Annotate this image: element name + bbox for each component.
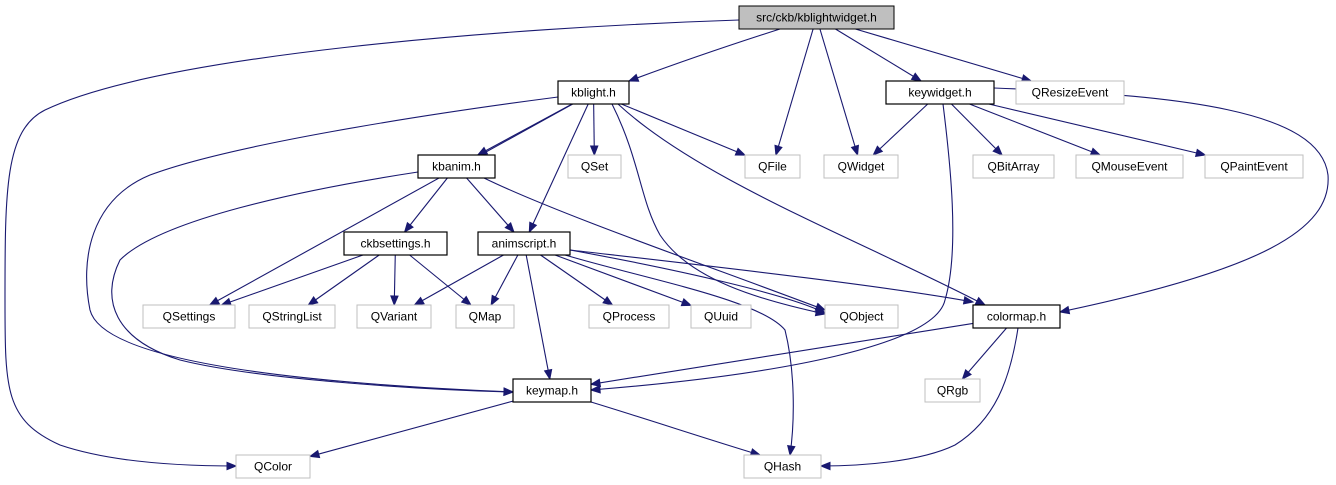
- node-label: QMap: [469, 310, 502, 324]
- node-qmouseevent: QMouseEvent: [1075, 154, 1184, 179]
- edge-keywidget-to-qbitarray: [951, 103, 1004, 156]
- edge-colormap-to-qrgb: [961, 327, 1007, 381]
- node-qstringlist: QStringList: [248, 304, 336, 329]
- edge-kblight-to-qsettings: [208, 103, 573, 306]
- node-label: QMouseEvent: [1091, 160, 1168, 174]
- node-label: animscript.h: [492, 237, 557, 251]
- edge-ckbsettings-to-qstringlist: [307, 254, 380, 306]
- node-qcolor: QColor: [235, 454, 311, 479]
- node-qrgb: QRgb: [924, 378, 981, 403]
- node-qprocess: QProcess: [588, 304, 670, 329]
- node-label: QColor: [254, 460, 292, 474]
- node-label: QFile: [758, 160, 787, 174]
- edge-keywidget-to-qmouseevent: [969, 103, 1102, 156]
- edge-colormap-to-qhash: [819, 327, 1019, 471]
- edge-kbanim-to-animscript: [466, 177, 515, 234]
- edge-ckbsettings-to-qmap: [409, 254, 472, 306]
- node-label: QProcess: [603, 310, 656, 324]
- node-qresizeevent: QResizeEvent: [1015, 80, 1125, 105]
- node-label: kblight.h: [571, 86, 616, 100]
- node-label: QSet: [581, 160, 609, 174]
- edge-animscript-to-qmap: [490, 254, 519, 307]
- node-qobject: QObject: [824, 304, 899, 329]
- node-label: QWidget: [838, 160, 885, 174]
- node-qbitarray: QBitArray: [972, 154, 1055, 179]
- node-label: colormap.h: [987, 310, 1046, 324]
- edge-kblightwidget-to-qfile: [774, 28, 814, 157]
- node-label: QVariant: [371, 310, 418, 324]
- edge-kblightwidget-to-kblight: [627, 28, 781, 82]
- edge-animscript-to-qprocess: [540, 254, 614, 306]
- edge-ckbsettings-to-qsettings: [220, 254, 364, 306]
- edge-kblightwidget-to-keywidget: [835, 28, 923, 82]
- node-qsettings: QSettings: [142, 304, 236, 329]
- node-label: QUuid: [704, 310, 738, 324]
- node-animscript[interactable]: animscript.h: [477, 231, 571, 256]
- edge-kblight-to-qset: [589, 103, 599, 157]
- node-qset: QSet: [567, 154, 622, 179]
- edge-kblight-to-animscript: [528, 103, 589, 234]
- edge-animscript-to-quuid: [554, 254, 693, 307]
- edge-kblight-to-qfile: [621, 103, 747, 156]
- edge-keywidget-to-keymap: [589, 103, 954, 394]
- edge-kbanim-to-keymap: [111, 171, 515, 397]
- node-label: QPaintEvent: [1220, 160, 1288, 174]
- edge-keywidget-to-qpaintevent: [988, 103, 1207, 158]
- node-keywidget[interactable]: keywidget.h: [885, 80, 995, 105]
- node-label: QResizeEvent: [1032, 86, 1109, 100]
- edge-animscript-to-qobject: [569, 249, 827, 314]
- edge-colormap-to-keymap: [589, 322, 974, 388]
- edge-keymap-to-qhash: [590, 401, 762, 457]
- edge-animscript-to-qvariant: [413, 254, 504, 306]
- node-keymap[interactable]: keymap.h: [512, 378, 592, 403]
- node-ckbsettings[interactable]: ckbsettings.h: [343, 231, 448, 256]
- node-kblightwidget[interactable]: src/ckb/kblightwidget.h: [738, 5, 895, 30]
- edge-keymap-to-qcolor: [308, 400, 514, 459]
- node-label: QObject: [839, 310, 884, 324]
- node-label: keymap.h: [526, 384, 578, 398]
- node-qwidget: QWidget: [823, 154, 899, 179]
- node-quuid: QUuid: [690, 304, 752, 329]
- node-kblight[interactable]: kblight.h: [557, 80, 630, 105]
- nodes-layer: src/ckb/kblightwidget.h kblight.h keywid…: [142, 5, 1304, 479]
- node-label: QBitArray: [987, 160, 1039, 174]
- node-kbanim[interactable]: kbanim.h: [417, 154, 496, 179]
- node-qpaintevent: QPaintEvent: [1204, 154, 1304, 179]
- edge-keywidget-to-qwidget: [872, 103, 929, 156]
- node-label: src/ckb/kblightwidget.h: [756, 11, 877, 25]
- node-colormap[interactable]: colormap.h: [972, 304, 1061, 329]
- edge-kbanim-to-ckbsettings: [403, 177, 448, 234]
- edge-keywidget-to-colormap: [993, 87, 1329, 315]
- node-qhash: QHash: [743, 454, 822, 479]
- node-label: QRgb: [937, 384, 969, 398]
- node-label: keywidget.h: [908, 86, 971, 100]
- node-qvariant: QVariant: [356, 304, 432, 329]
- edge-kblightwidget-to-qcolor: [4, 19, 740, 471]
- node-qmap: QMap: [455, 304, 515, 329]
- edge-kblightwidget-to-qresizeevent: [855, 28, 1033, 83]
- edge-kblightwidget-to-qwidget: [819, 28, 860, 157]
- node-label: kbanim.h: [432, 160, 481, 174]
- edge-kblight-to-colormap: [617, 103, 987, 306]
- edge-animscript-to-qhash: [564, 254, 796, 457]
- edge-kblight-to-qobject: [611, 103, 827, 317]
- node-label: QHash: [764, 460, 801, 474]
- node-qfile: QFile: [744, 154, 801, 179]
- node-label: ckbsettings.h: [360, 237, 430, 251]
- edge-ckbsettings-to-qvariant: [390, 254, 399, 307]
- edge-animscript-to-keymap: [525, 254, 553, 381]
- edge-animscript-to-colormap: [569, 249, 975, 305]
- node-label: QSettings: [163, 310, 216, 324]
- edges-layer: [4, 19, 1329, 471]
- node-label: QStringList: [262, 310, 322, 324]
